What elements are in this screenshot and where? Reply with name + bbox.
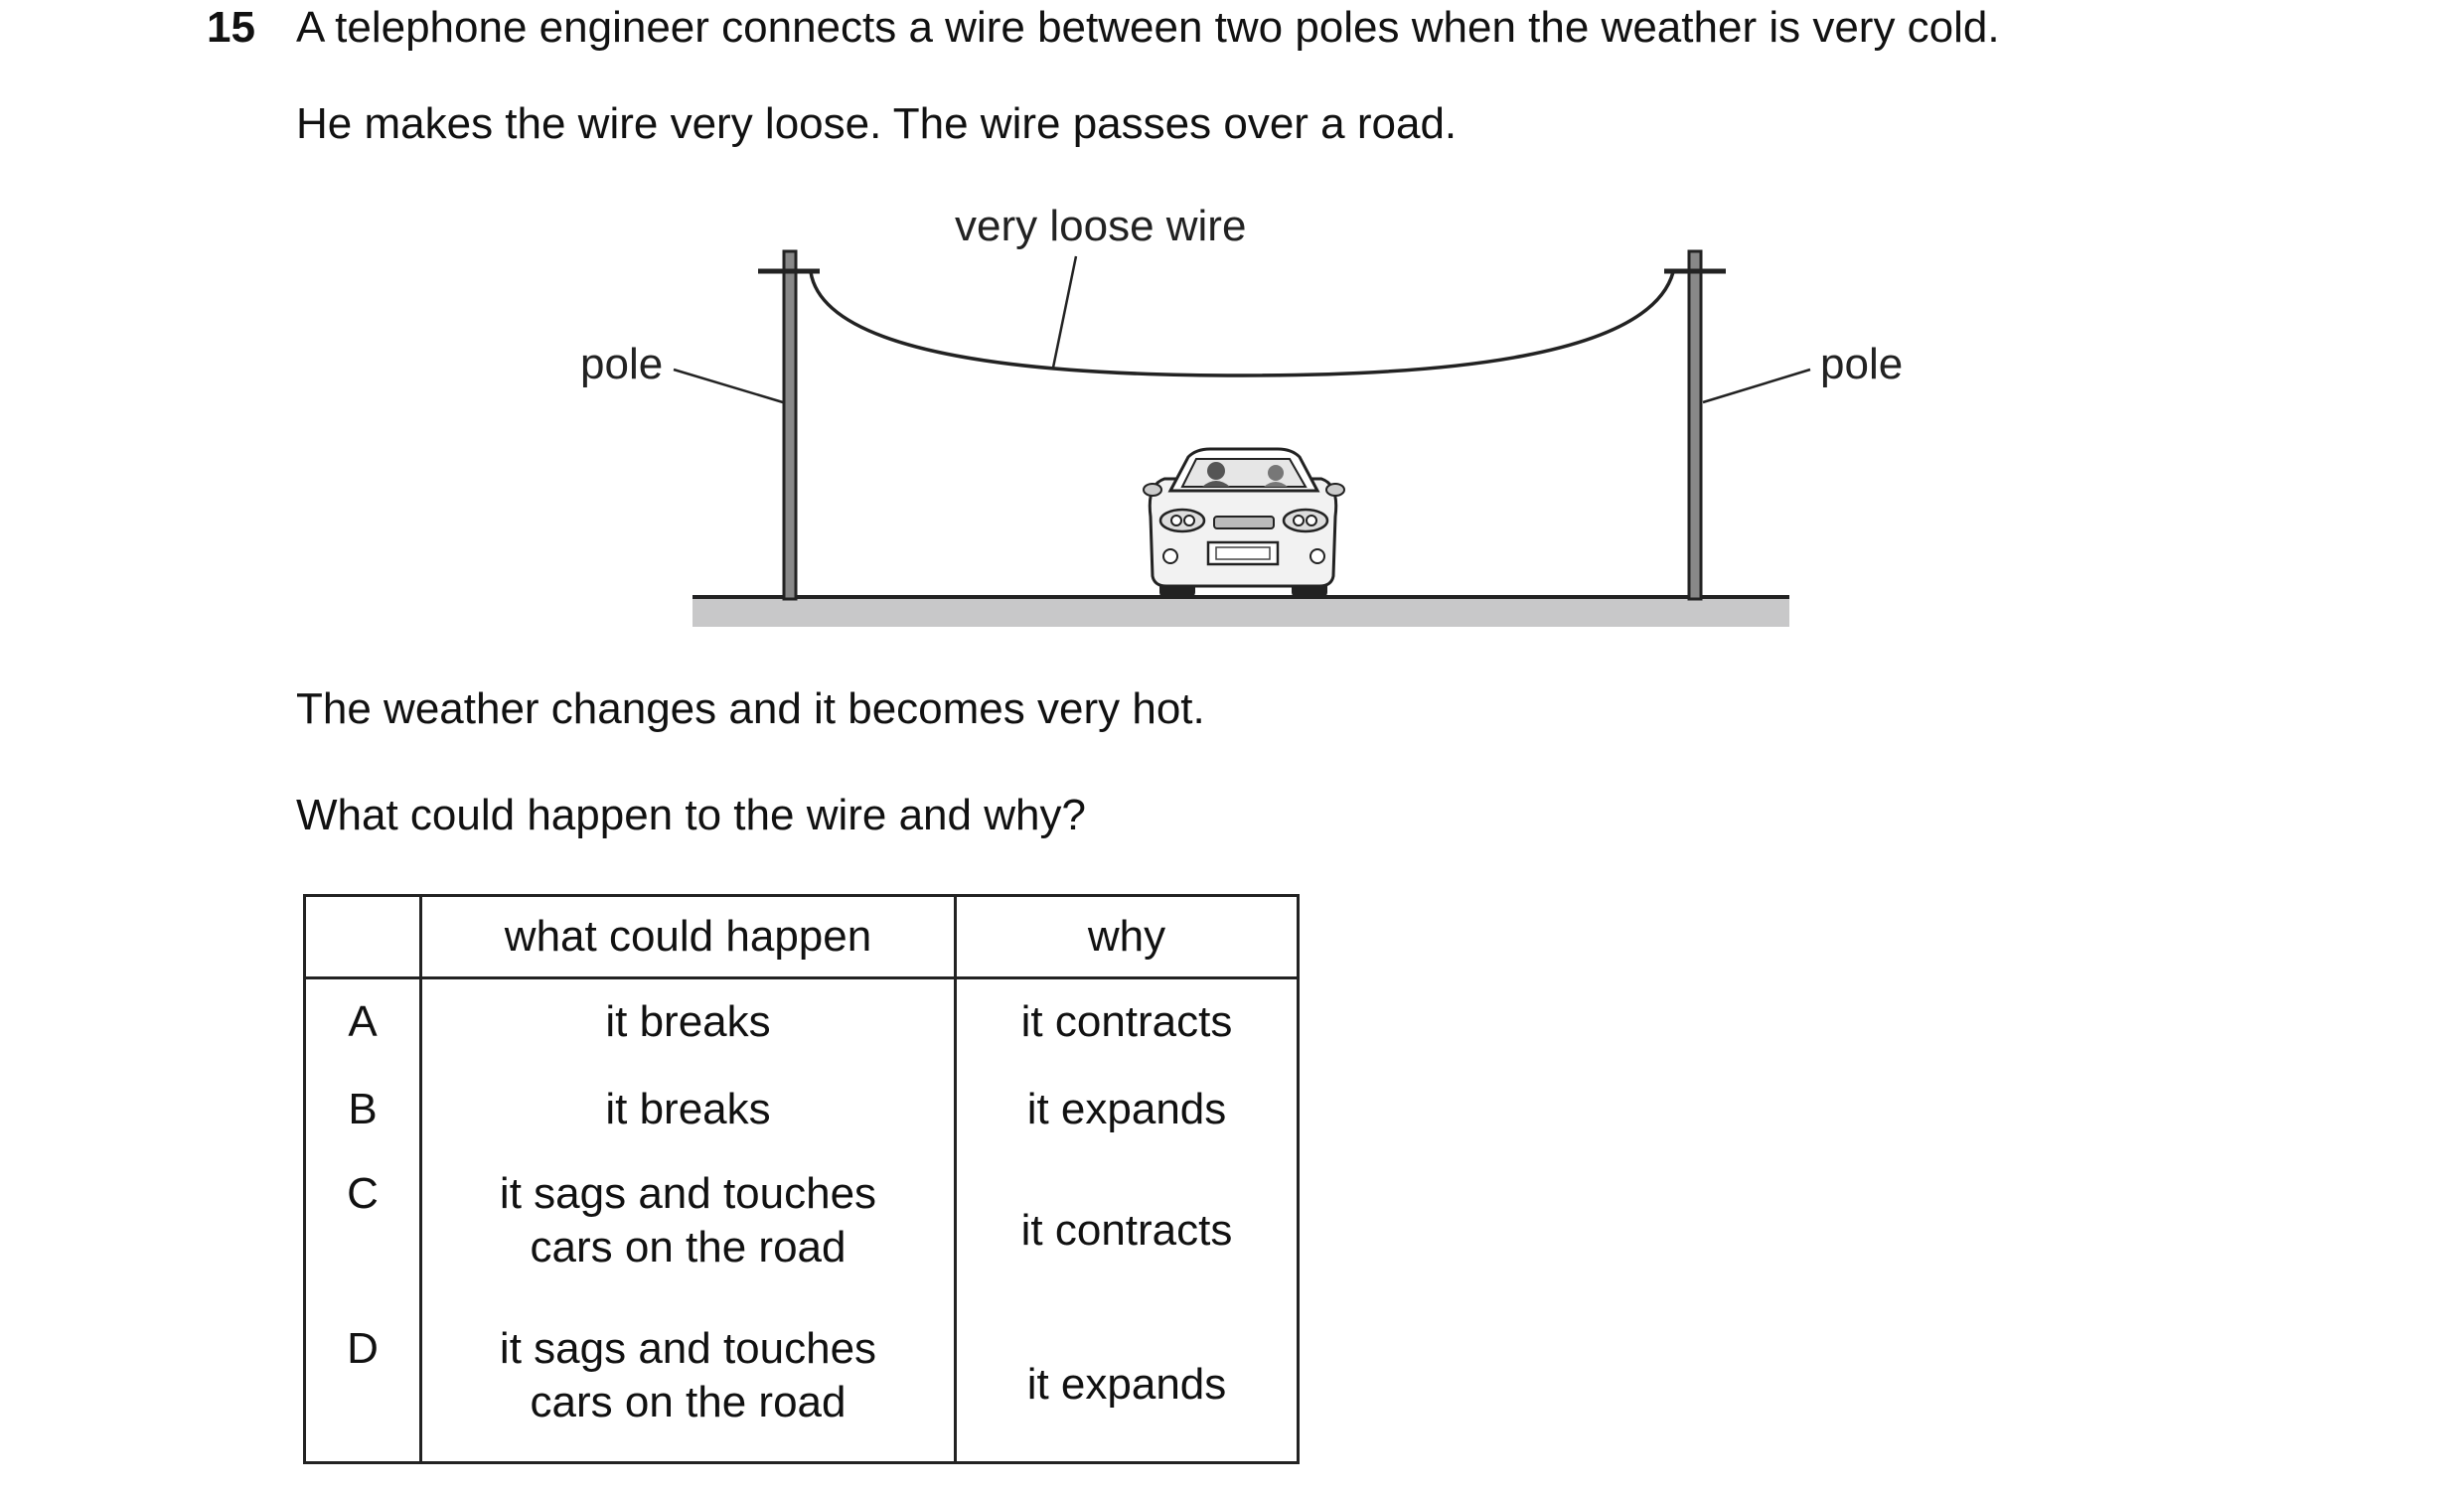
right-pole bbox=[1664, 249, 1726, 601]
loose-wire bbox=[809, 271, 1675, 377]
wire-label-leader bbox=[1051, 255, 1078, 369]
left-pole-leader bbox=[673, 368, 784, 404]
car-icon bbox=[1143, 447, 1345, 598]
option-letter: B bbox=[304, 1065, 422, 1153]
road-surface bbox=[693, 597, 1789, 627]
left-pole-label: pole bbox=[580, 340, 663, 388]
option-why: it expands bbox=[1026, 1084, 1227, 1133]
option-happen: it breaks bbox=[420, 1065, 957, 1153]
table-header-blank bbox=[304, 895, 422, 979]
table-row[interactable]: B it breaks it expands bbox=[304, 1065, 1299, 1153]
question-text-line-2: He makes the wire very loose. The wire p… bbox=[296, 99, 1458, 148]
table-row[interactable]: D it sags and touches cars on the road i… bbox=[304, 1307, 1299, 1463]
table-header-happen: what could happen bbox=[420, 895, 957, 979]
option-happen-line-1: it sags and touches bbox=[499, 1323, 877, 1373]
table-header-row: what could happen why bbox=[304, 895, 1299, 979]
table-row[interactable]: A it breaks it contracts bbox=[304, 977, 1299, 1066]
question-number: 15 bbox=[207, 3, 255, 52]
option-happen-line-2: cars on the road bbox=[530, 1377, 847, 1426]
option-happen: it breaks bbox=[420, 977, 957, 1066]
table-header-why: why bbox=[955, 895, 1299, 979]
option-happen: it sags and touches cars on the road bbox=[420, 1307, 957, 1463]
left-pole bbox=[758, 249, 820, 601]
option-letter: C bbox=[304, 1152, 422, 1308]
right-pole-leader bbox=[1702, 368, 1811, 404]
question-text-line-4: What could happen to the wire and why? bbox=[296, 791, 1086, 839]
option-letter: D bbox=[304, 1307, 422, 1463]
wire-diagram: very loose wire pole pole bbox=[580, 202, 1903, 627]
right-pole-label: pole bbox=[1820, 340, 1903, 388]
option-happen-line-1: it sags and touches bbox=[499, 1168, 877, 1218]
answer-table: what could happen why A it breaks it con… bbox=[303, 894, 1300, 1464]
option-happen-line-2: cars on the road bbox=[530, 1222, 847, 1271]
question-text-line-1: A telephone engineer connects a wire bet… bbox=[296, 3, 2000, 52]
option-why: it contracts bbox=[1020, 997, 1233, 1047]
option-happen: it sags and touches cars on the road bbox=[420, 1152, 957, 1308]
question-text-line-3: The weather changes and it becomes very … bbox=[296, 684, 1205, 733]
table-row[interactable]: C it sags and touches cars on the road i… bbox=[304, 1152, 1299, 1308]
option-why: it contracts bbox=[1020, 1205, 1233, 1255]
option-why: it expands bbox=[1026, 1359, 1227, 1409]
option-letter: A bbox=[304, 977, 422, 1066]
wire-label: very loose wire bbox=[955, 202, 1246, 250]
